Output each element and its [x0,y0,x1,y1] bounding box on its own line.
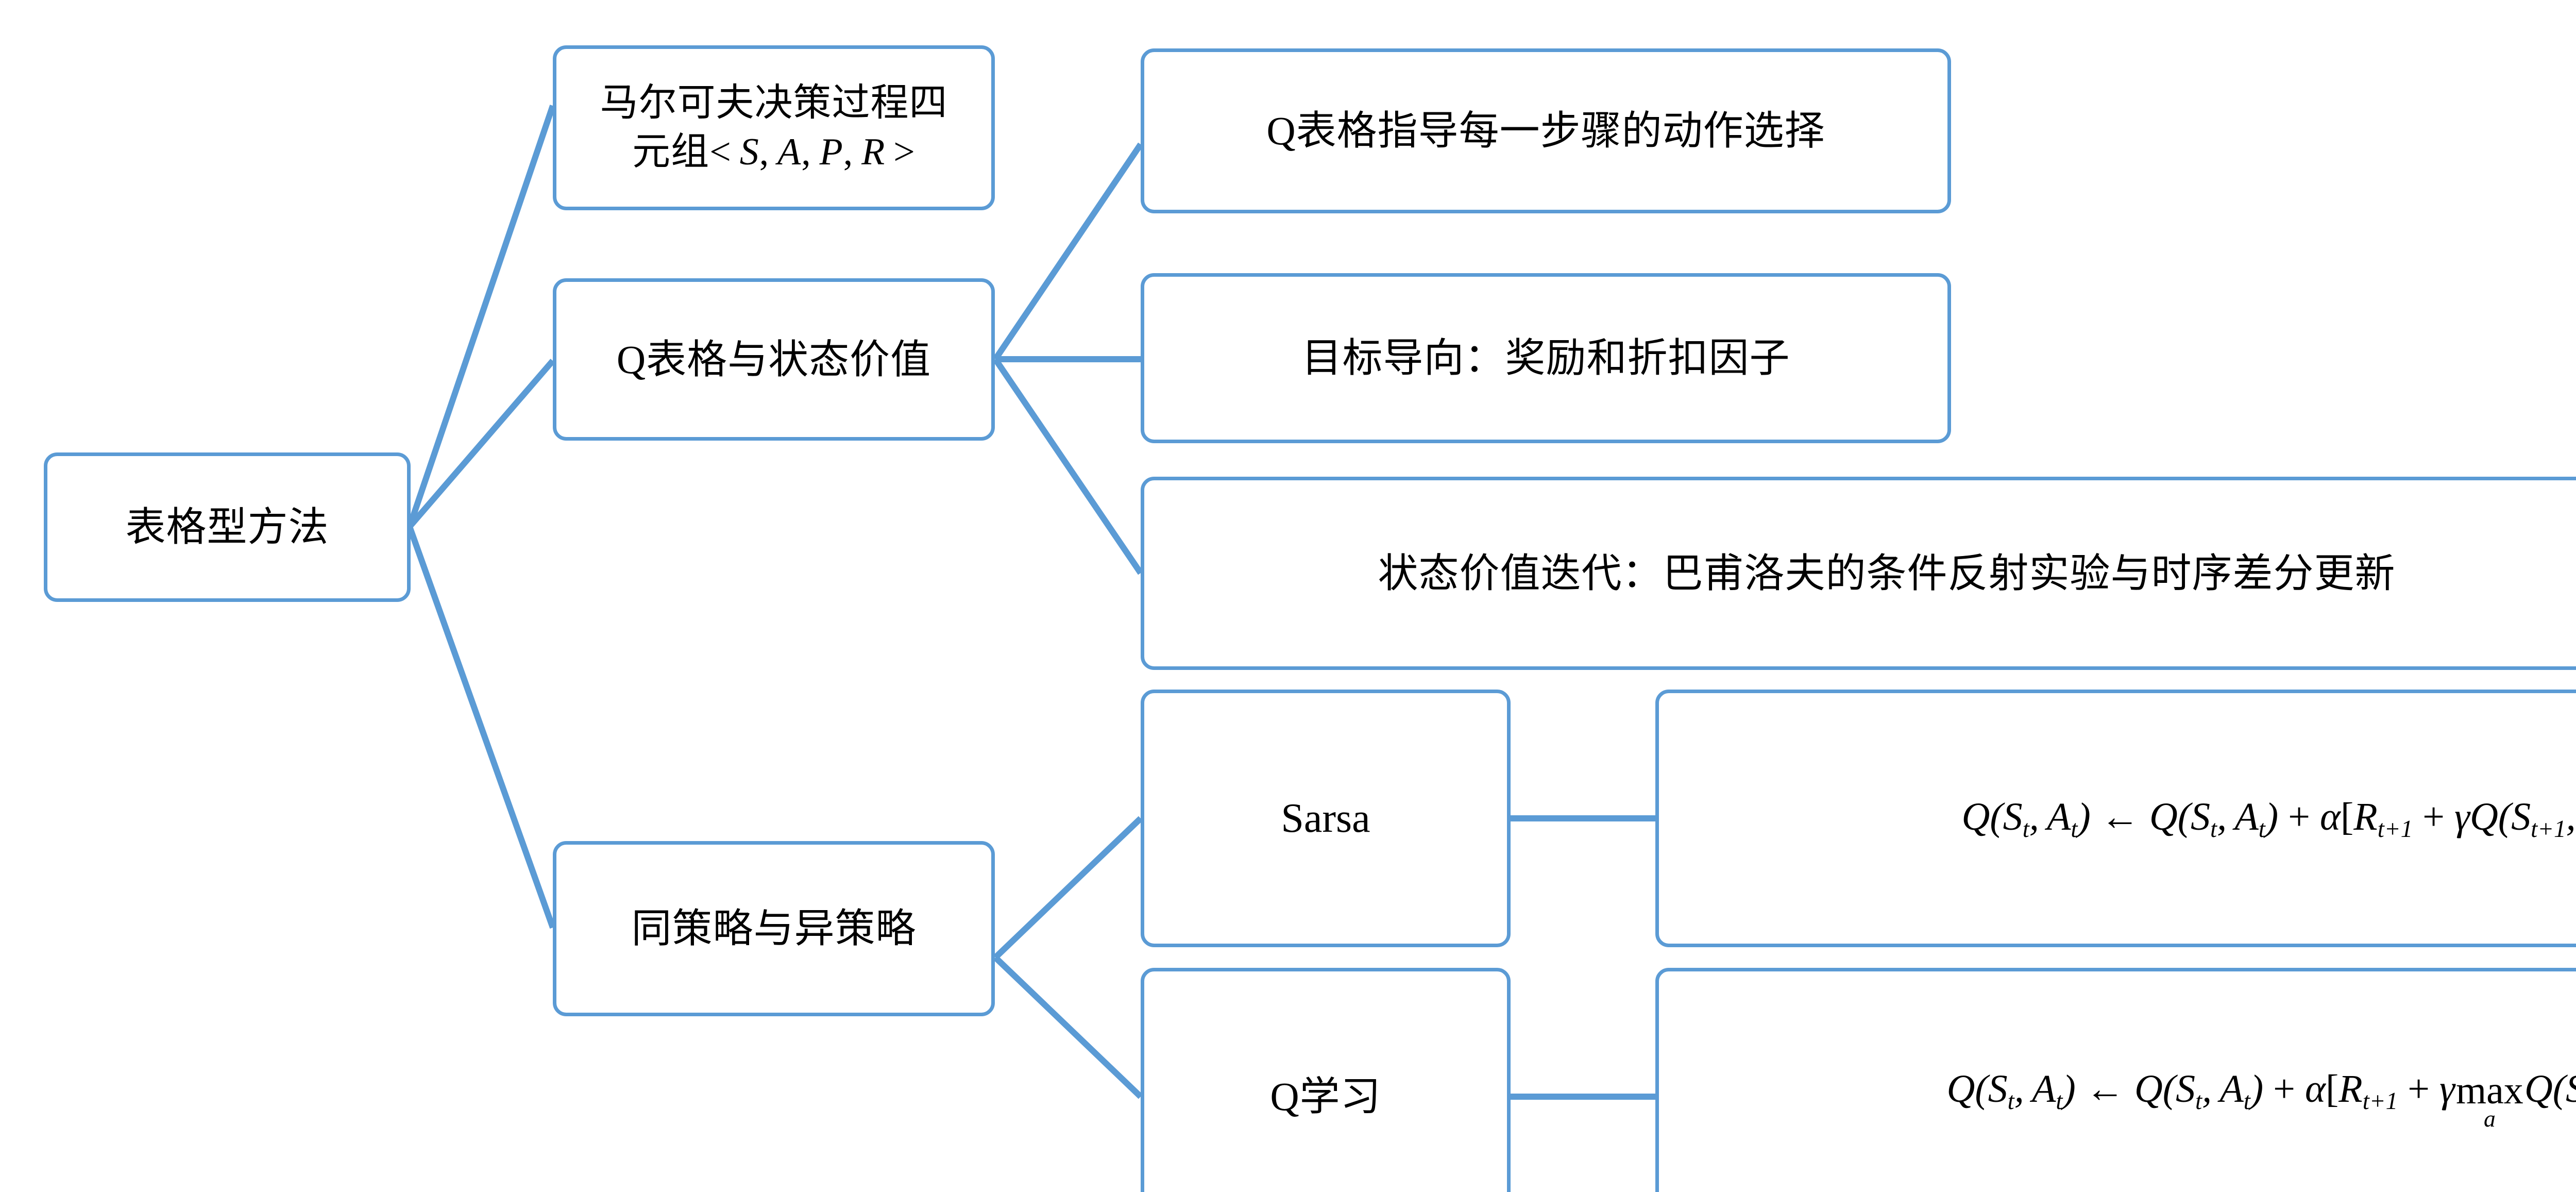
node-q-action-select[interactable]: Q表格指导每一步骤的动作选择 [1141,48,1951,213]
node-goal-oriented[interactable]: 目标导向：奖励和折扣因子 [1141,273,1951,443]
node-mdp-label: 马尔可夫决策过程四 元组< S, A, P, R > [566,79,982,176]
node-qlearning-label: Q学习 [1270,1074,1381,1119]
connector-root-to-policy [406,525,556,929]
connector-qtable-to-leaf3 [993,357,1143,575]
node-qlearning[interactable]: Q学习 [1141,968,1511,1192]
node-sarsa[interactable]: Sarsa [1141,690,1511,947]
node-root[interactable]: 表格型方法 [44,452,411,602]
connector-qtable-to-leaf1 [993,142,1143,361]
node-qtable[interactable]: Q表格与状态价值 [553,278,995,441]
connector-policy-to-sarsa [993,816,1143,960]
node-sarsa-label: Sarsa [1281,795,1370,841]
node-onpolicy-offpolicy-label: 同策略与异策略 [631,906,917,951]
node-goal-oriented-label: 目标导向：奖励和折扣因子 [1301,335,1790,381]
node-sarsa-formula[interactable]: Q(St, At) ← Q(St, At) + α[Rt+1 + γQ(St+1… [1655,690,2576,947]
node-value-iteration[interactable]: 状态价值迭代：巴甫洛夫的条件反射实验与时序差分更新 [1141,477,2576,670]
node-mdp[interactable]: 马尔可夫决策过程四 元组< S, A, P, R > [553,45,995,210]
connector-root-to-qtable [407,359,555,529]
node-sarsa-formula-text: Q(St, At) ← Q(St, At) + α[Rt+1 + γQ(St+1… [1961,795,2576,843]
node-qtable-label: Q表格与状态价值 [616,337,931,382]
node-mdp-label-line1: 马尔可夫决策过程四 [600,82,948,125]
connector-root-to-mdp [406,105,556,528]
connector-policy-to-qlearning [993,955,1143,1099]
node-onpolicy-offpolicy[interactable]: 同策略与异策略 [553,841,995,1016]
node-value-iteration-label: 状态价值迭代：巴甫洛夫的条件反射实验与时序差分更新 [1378,550,2396,596]
node-q-action-select-label: Q表格指导每一步骤的动作选择 [1266,108,1825,154]
node-mdp-label-line2: 元组< S, A, P, R > [632,131,916,173]
node-root-label: 表格型方法 [125,505,329,550]
